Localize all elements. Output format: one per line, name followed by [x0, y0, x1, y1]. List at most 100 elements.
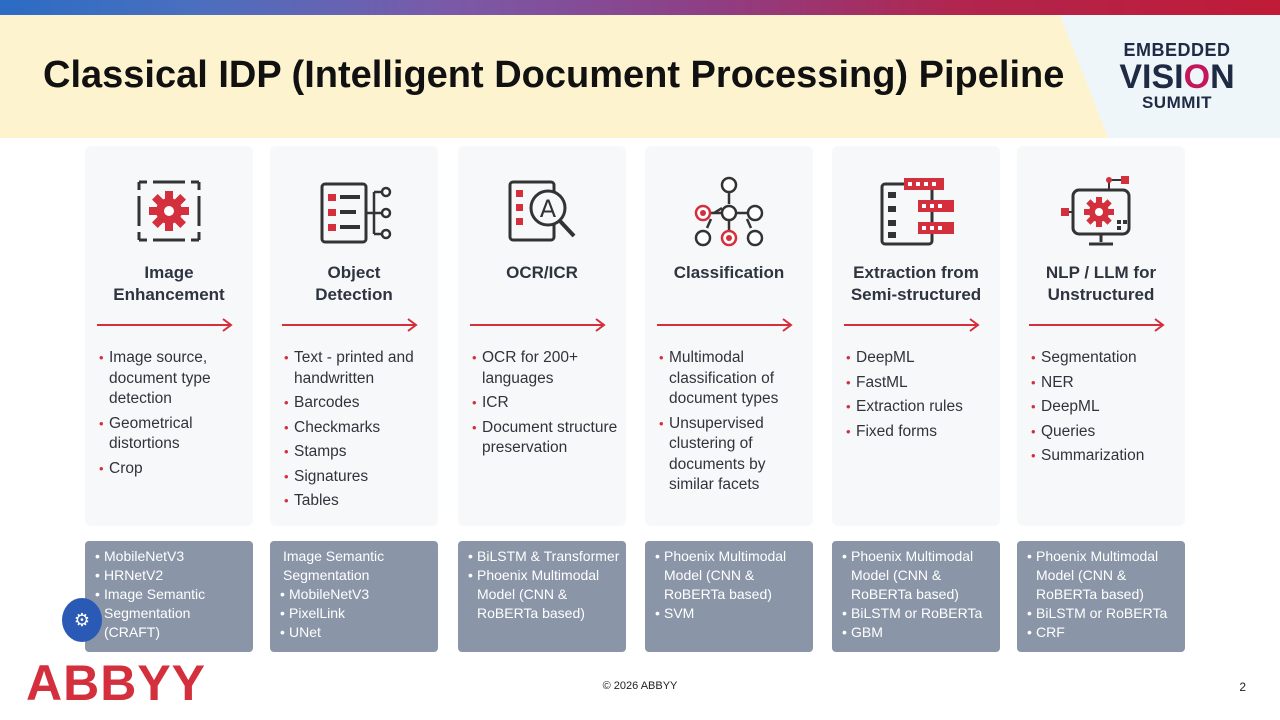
stage-heading-line: Classification — [673, 263, 785, 282]
stage-column-2: A OCR/ICR OCR for 200+ languages ICR Doc… — [458, 146, 626, 526]
bullet-item: Geometrical distortions — [99, 414, 249, 455]
settings-badge-icon[interactable]: ⚙ — [62, 598, 102, 642]
model-item: Phoenix Multimodal Model (CNN & RoBERTa … — [468, 566, 622, 623]
title-band — [0, 15, 1110, 138]
logo-line-1: EMBEDDED — [1123, 40, 1231, 60]
logo-line-2: VISION — [1112, 58, 1242, 96]
stage-heading-line: Image — [144, 263, 194, 282]
embedded-vision-summit-logo: EMBEDDED VISION SUMMIT — [1112, 40, 1242, 113]
model-item: BiLSTM or RoBERTa — [842, 604, 996, 623]
model-box-3: Phoenix Multimodal Model (CNN & RoBERTa … — [645, 541, 813, 652]
model-box-2: BiLSTM & Transformer Phoenix Multimodal … — [458, 541, 626, 652]
bullet-item: Text - printed and handwritten — [284, 348, 434, 389]
logo-line-2a: VISI — [1119, 58, 1184, 96]
model-item: GBM — [842, 623, 996, 642]
stage-heading-line: OCR/ICR — [506, 263, 578, 282]
stage-bullets: Image source, document type detection Ge… — [99, 348, 249, 483]
top-gradient-stripe — [0, 0, 1280, 15]
bullet-item: DeepML — [846, 348, 996, 369]
bullet-item: Barcodes — [284, 393, 434, 414]
model-item: Phoenix Multimodal Model (CNN & RoBERTa … — [655, 547, 809, 604]
model-item: Image Semantic Segmentation (CRAFT) — [95, 585, 249, 642]
flow-arrow-icon — [844, 318, 980, 332]
bullet-item: Fixed forms — [846, 422, 996, 443]
bullet-item: Signatures — [284, 467, 434, 488]
bullet-item: NER — [1031, 373, 1181, 394]
stage-column-3: Classification Multimodal classification… — [645, 146, 813, 526]
stage-heading: OCR/ICR — [458, 262, 626, 284]
model-box-0: MobileNetV3 HRNetV2 Image Semantic Segme… — [85, 541, 253, 652]
gear-frame-icon — [133, 176, 205, 246]
bullet-item: ICR — [472, 393, 622, 414]
stage-heading-line: Semi-structured — [850, 285, 982, 304]
bullet-item: Checkmarks — [284, 418, 434, 439]
bullet-item: Queries — [1031, 422, 1181, 443]
model-box-4: Phoenix Multimodal Model (CNN & RoBERTa … — [832, 541, 1000, 652]
flow-arrow-icon — [97, 318, 233, 332]
model-item: CRF — [1027, 623, 1181, 642]
stage-heading-line: NLP / LLM for — [1045, 263, 1157, 282]
page-title: Classical IDP (Intelligent Document Proc… — [43, 54, 1065, 96]
bullet-item: Crop — [99, 459, 249, 480]
stage-heading-line: Enhancement — [113, 285, 225, 304]
model-item: BiLSTM or RoBERTa — [1027, 604, 1181, 623]
stage-heading-line: Extraction from — [853, 263, 979, 282]
model-item: Phoenix Multimodal Model (CNN & RoBERTa … — [842, 547, 996, 604]
flow-arrow-icon — [470, 318, 606, 332]
bullet-item: Document structure preservation — [472, 418, 622, 459]
logo-line-3: SUMMIT — [1141, 93, 1213, 112]
bullet-item: OCR for 200+ languages — [472, 348, 622, 389]
stage-bullets: Text - printed and handwritten Barcodes … — [284, 348, 434, 516]
model-item: MobileNetV3 — [95, 547, 249, 566]
model-item: HRNetV2 — [95, 566, 249, 585]
model-item: PixelLink — [280, 604, 434, 623]
model-box-5: Phoenix Multimodal Model (CNN & RoBERTa … — [1017, 541, 1185, 652]
bullet-item: Segmentation — [1031, 348, 1181, 369]
page-number: 2 — [1239, 680, 1246, 694]
logo-line-2b: N — [1210, 58, 1235, 96]
model-item: SVM — [655, 604, 809, 623]
stage-heading-line: Unstructured — [1047, 285, 1155, 304]
bullet-item: Unsupervised clustering of documents by … — [659, 414, 809, 496]
copyright-footer: © 2026 ABBYY — [602, 680, 678, 692]
stage-bullets: OCR for 200+ languages ICR Document stru… — [472, 348, 622, 463]
model-item: UNet — [280, 623, 434, 642]
form-extraction-icon — [880, 178, 954, 246]
stage-bullets: Segmentation NER DeepML Queries Summariz… — [1031, 348, 1181, 471]
flow-arrow-icon — [282, 318, 418, 332]
stage-heading-line: Detection — [315, 285, 393, 304]
flow-arrow-icon — [1029, 318, 1165, 332]
bullet-item: DeepML — [1031, 397, 1181, 418]
bullet-item: Summarization — [1031, 446, 1181, 467]
monitor-gear-icon — [1061, 176, 1131, 246]
model-item: BiLSTM & Transformer — [468, 547, 622, 566]
bullet-item: Tables — [284, 491, 434, 512]
stage-heading-line: Object — [327, 263, 381, 282]
document-tree-icon — [320, 182, 392, 244]
model-item: MobileNetV3 — [280, 585, 434, 604]
node-graph-icon — [694, 176, 764, 247]
svg-text:A: A — [540, 195, 557, 223]
bullet-item: Extraction rules — [846, 397, 996, 418]
stage-heading: Classification — [645, 262, 813, 284]
model-item: Image Semantic Segmentation — [283, 548, 385, 583]
flow-arrow-icon — [657, 318, 793, 332]
bullet-item: Stamps — [284, 442, 434, 463]
stage-bullets: Multimodal classification of document ty… — [659, 348, 809, 500]
logo-line-2o: O — [1183, 58, 1211, 96]
abbyy-logo: ABBYY — [26, 655, 207, 711]
model-box-1: Image Semantic Segmentation MobileNetV3 … — [270, 541, 438, 652]
bullet-item: FastML — [846, 373, 996, 394]
stage-bullets: DeepML FastML Extraction rules Fixed for… — [846, 348, 996, 446]
model-item: Phoenix Multimodal Model (CNN & RoBERTa … — [1027, 547, 1181, 604]
ocr-magnifier-icon: A — [508, 180, 576, 242]
bullet-item: Image source, document type detection — [99, 348, 249, 410]
